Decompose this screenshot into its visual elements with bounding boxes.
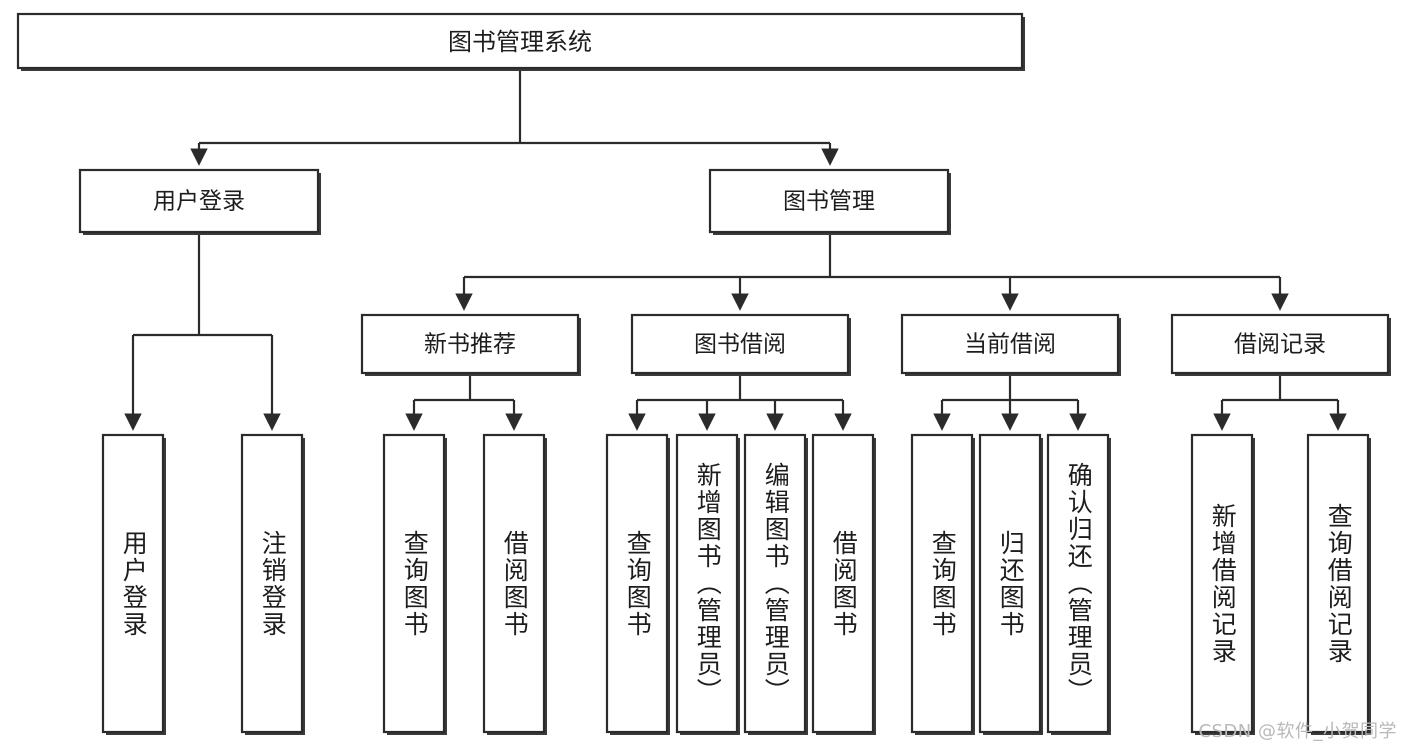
node-root-label: 图书管理系统 (448, 28, 592, 56)
leaf-node[interactable] (1190, 433, 1255, 735)
leaf-node[interactable] (101, 433, 166, 735)
node-user-login[interactable]: 用户登录 (78, 168, 321, 235)
node-book-borrow[interactable]: 图书借阅 (630, 313, 851, 376)
leaf-node[interactable] (675, 433, 740, 735)
leaf-node[interactable] (482, 433, 547, 735)
leaf-node[interactable] (240, 433, 305, 735)
leaf-node[interactable] (382, 433, 447, 735)
watermark: CSDN @软件_小贺同学 (1198, 721, 1397, 742)
leaf-node[interactable] (1306, 433, 1371, 735)
leaf-node[interactable] (605, 433, 670, 735)
node-borrow-record[interactable]: 借阅记录 (1170, 313, 1391, 376)
node-user-login-label: 用户登录 (153, 189, 245, 215)
node-root[interactable]: 图书管理系统 (16, 12, 1025, 71)
node-book-manage-label: 图书管理 (783, 189, 875, 215)
node-book-borrow-label: 图书借阅 (694, 332, 786, 358)
leaf-node[interactable] (910, 433, 975, 735)
node-current-borrow[interactable]: 当前借阅 (900, 313, 1121, 376)
node-new-book-recommend-label: 新书推荐 (424, 332, 516, 358)
edge-group (124, 68, 1347, 431)
leaf-node[interactable] (1046, 433, 1111, 735)
node-borrow-record-label: 借阅记录 (1234, 332, 1326, 358)
leaf-node[interactable] (811, 433, 876, 735)
node-current-borrow-label: 当前借阅 (964, 332, 1056, 358)
node-new-book-recommend[interactable]: 新书推荐 (360, 313, 581, 376)
leaf-node[interactable] (743, 433, 808, 735)
node-book-manage[interactable]: 图书管理 (708, 168, 951, 235)
leaf-node[interactable] (978, 433, 1043, 735)
